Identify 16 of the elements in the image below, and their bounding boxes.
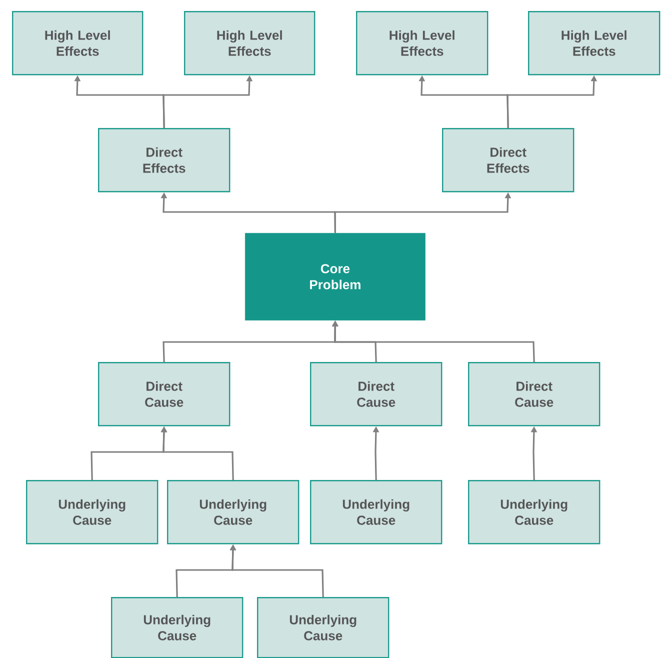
text-box: Underlying Cause <box>111 597 244 658</box>
text-box: Direct Effects <box>442 128 574 192</box>
text-box: High Level Effects <box>528 11 660 76</box>
text-box: Underlying Cause <box>257 597 390 658</box>
text-box: Direct Effects <box>98 128 230 192</box>
text-box: Underlying Cause <box>468 480 600 544</box>
text-box: Underlying Cause <box>310 480 442 544</box>
text-box: Underlying Cause <box>167 480 300 544</box>
text-box: Direct Cause <box>468 362 600 426</box>
text-box: High Level Effects <box>184 11 316 76</box>
problem-box: Core Problem <box>245 233 426 320</box>
text-box: High Level Effects <box>12 11 144 76</box>
text-box: Underlying Cause <box>26 480 158 544</box>
text-box: Direct Cause <box>310 362 442 426</box>
text-box: High Level Effects <box>356 11 488 76</box>
text-box: Direct Cause <box>98 362 230 426</box>
